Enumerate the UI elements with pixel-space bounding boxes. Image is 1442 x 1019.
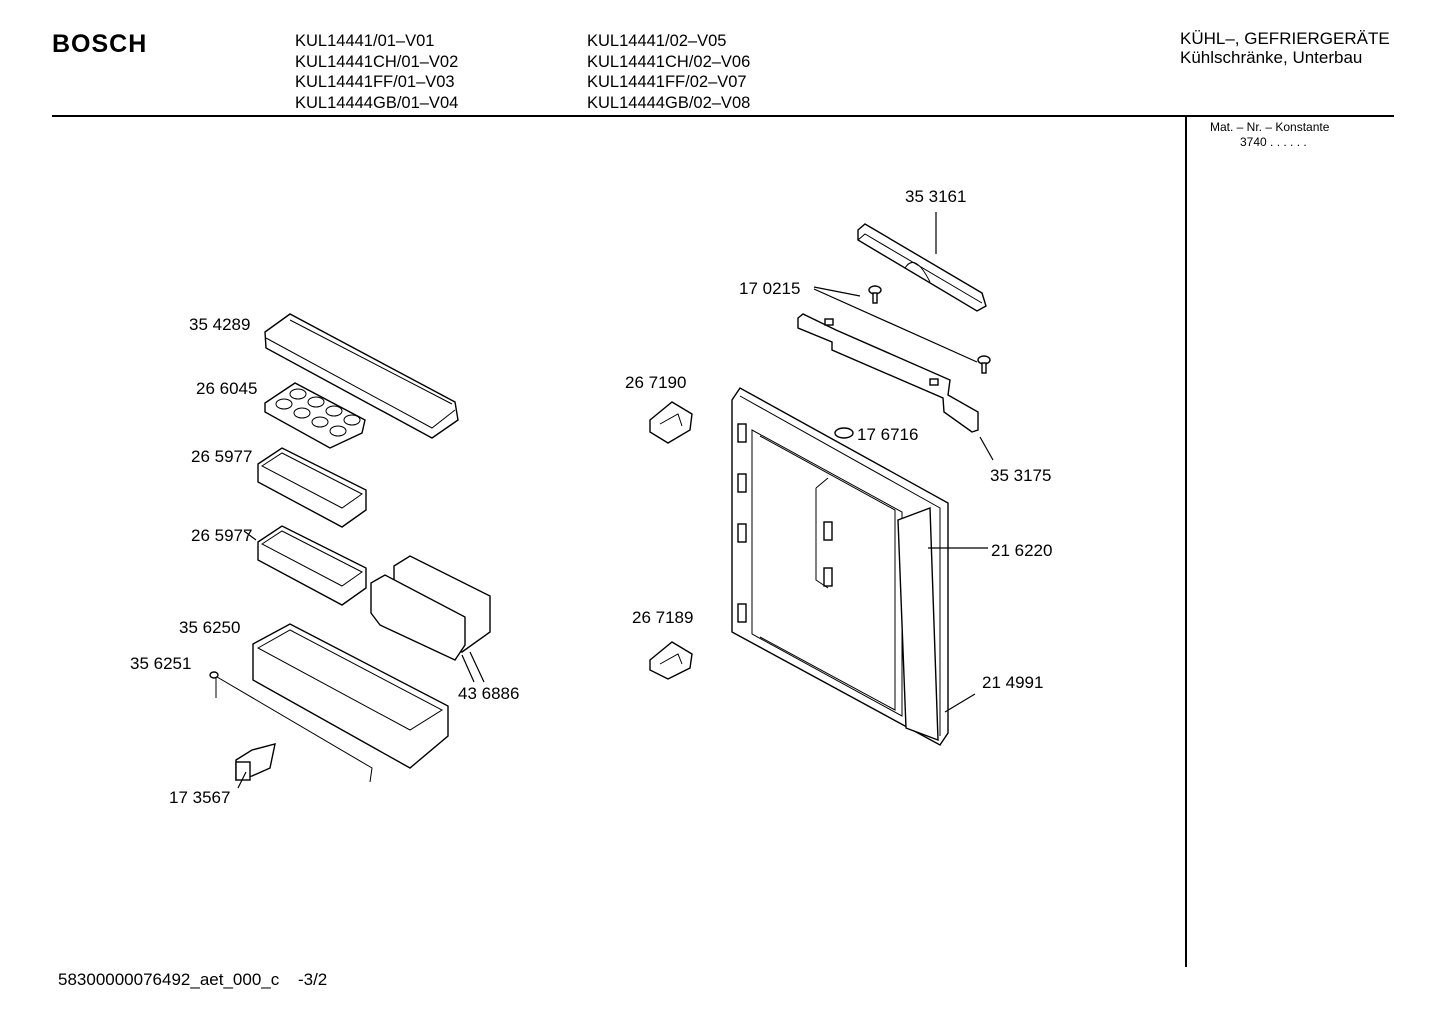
model-item: KUL14441CH/01–V02: [295, 52, 459, 71]
part-label: 26 7189: [632, 608, 693, 627]
bottle-shelf-part: [252, 623, 449, 769]
trim-cover-part: [857, 223, 987, 312]
part-label: 26 7190: [625, 373, 686, 392]
model-item: KUL14441CH/02–V06: [587, 52, 751, 71]
clip-part: [235, 743, 276, 781]
part-label: 21 4991: [982, 673, 1043, 692]
cap-part: [834, 427, 854, 439]
header-divider: [52, 115, 1394, 117]
mat-value: 3740 . . . . . .: [1240, 135, 1307, 149]
side-divider: [1185, 117, 1187, 967]
model-list-2: KUL14441/02–V05 KUL14441CH/02–V06 KUL144…: [587, 31, 750, 113]
part-label: 35 3175: [990, 466, 1051, 485]
part-label: 17 0215: [739, 279, 800, 298]
door-shelf-part: [264, 313, 459, 439]
bracket-part: [797, 313, 979, 433]
model-item: KUL14441FF/01–V03: [295, 73, 455, 91]
parts-diagram: 35 3161 17 0215 35 4289 26 6045 26 7190 …: [130, 187, 1052, 807]
model-item: KUL14441FF/02–V07: [587, 73, 747, 91]
mat-info: Mat. – Nr. – Konstante 3740 . . . . . .: [1210, 120, 1329, 150]
model-item: KUL14441/01–V01: [295, 32, 435, 50]
door-frame-part: [731, 387, 949, 746]
part-label: 17 6716: [857, 425, 918, 444]
part-label: 26 5977: [191, 526, 252, 545]
part-label: 35 3161: [905, 187, 966, 206]
category-title: KÜHL–, GEFRIERGERÄTE: [1180, 29, 1390, 48]
part-label: 21 6220: [991, 541, 1052, 560]
screw-part: [868, 285, 991, 374]
model-item: KUL14441/02–V05: [587, 32, 727, 50]
part-label: 26 5977: [191, 447, 252, 466]
document-id: 58300000076492_aet_000_c: [58, 970, 280, 989]
part-label: 35 6251: [130, 654, 191, 673]
model-item: KUL14444GB/01–V04: [295, 93, 459, 112]
part-label: 35 6250: [179, 618, 240, 637]
small-bin-part: [257, 447, 367, 528]
egg-tray-part: [264, 382, 366, 449]
part-label: 35 4289: [189, 315, 250, 334]
category-subtitle: Kühlschränke, Unterbau: [1180, 48, 1363, 67]
model-item: KUL14444GB/02–V08: [587, 93, 751, 112]
category: KÜHL–, GEFRIERGERÄTE Kühlschränke, Unter…: [1180, 29, 1390, 67]
model-list-1: KUL14441/01–V01 KUL14441CH/01–V02 KUL144…: [295, 31, 458, 113]
hinge-upper-part: [649, 401, 693, 444]
bottle-holder-part: [370, 555, 491, 661]
small-bin-part: [257, 525, 367, 606]
brand-logo: BOSCH: [52, 30, 148, 58]
shelf-rail-part: [209, 671, 373, 783]
part-label: 17 3567: [169, 788, 230, 807]
footer-info: 58300000076492_aet_000_c -3/2: [58, 970, 327, 990]
hinge-lower-part: [649, 641, 693, 680]
mat-label: Mat. – Nr. – Konstante: [1210, 120, 1330, 134]
part-label: 43 6886: [458, 684, 519, 703]
page-number: -3/2: [297, 970, 328, 989]
part-label: 26 6045: [196, 379, 257, 398]
